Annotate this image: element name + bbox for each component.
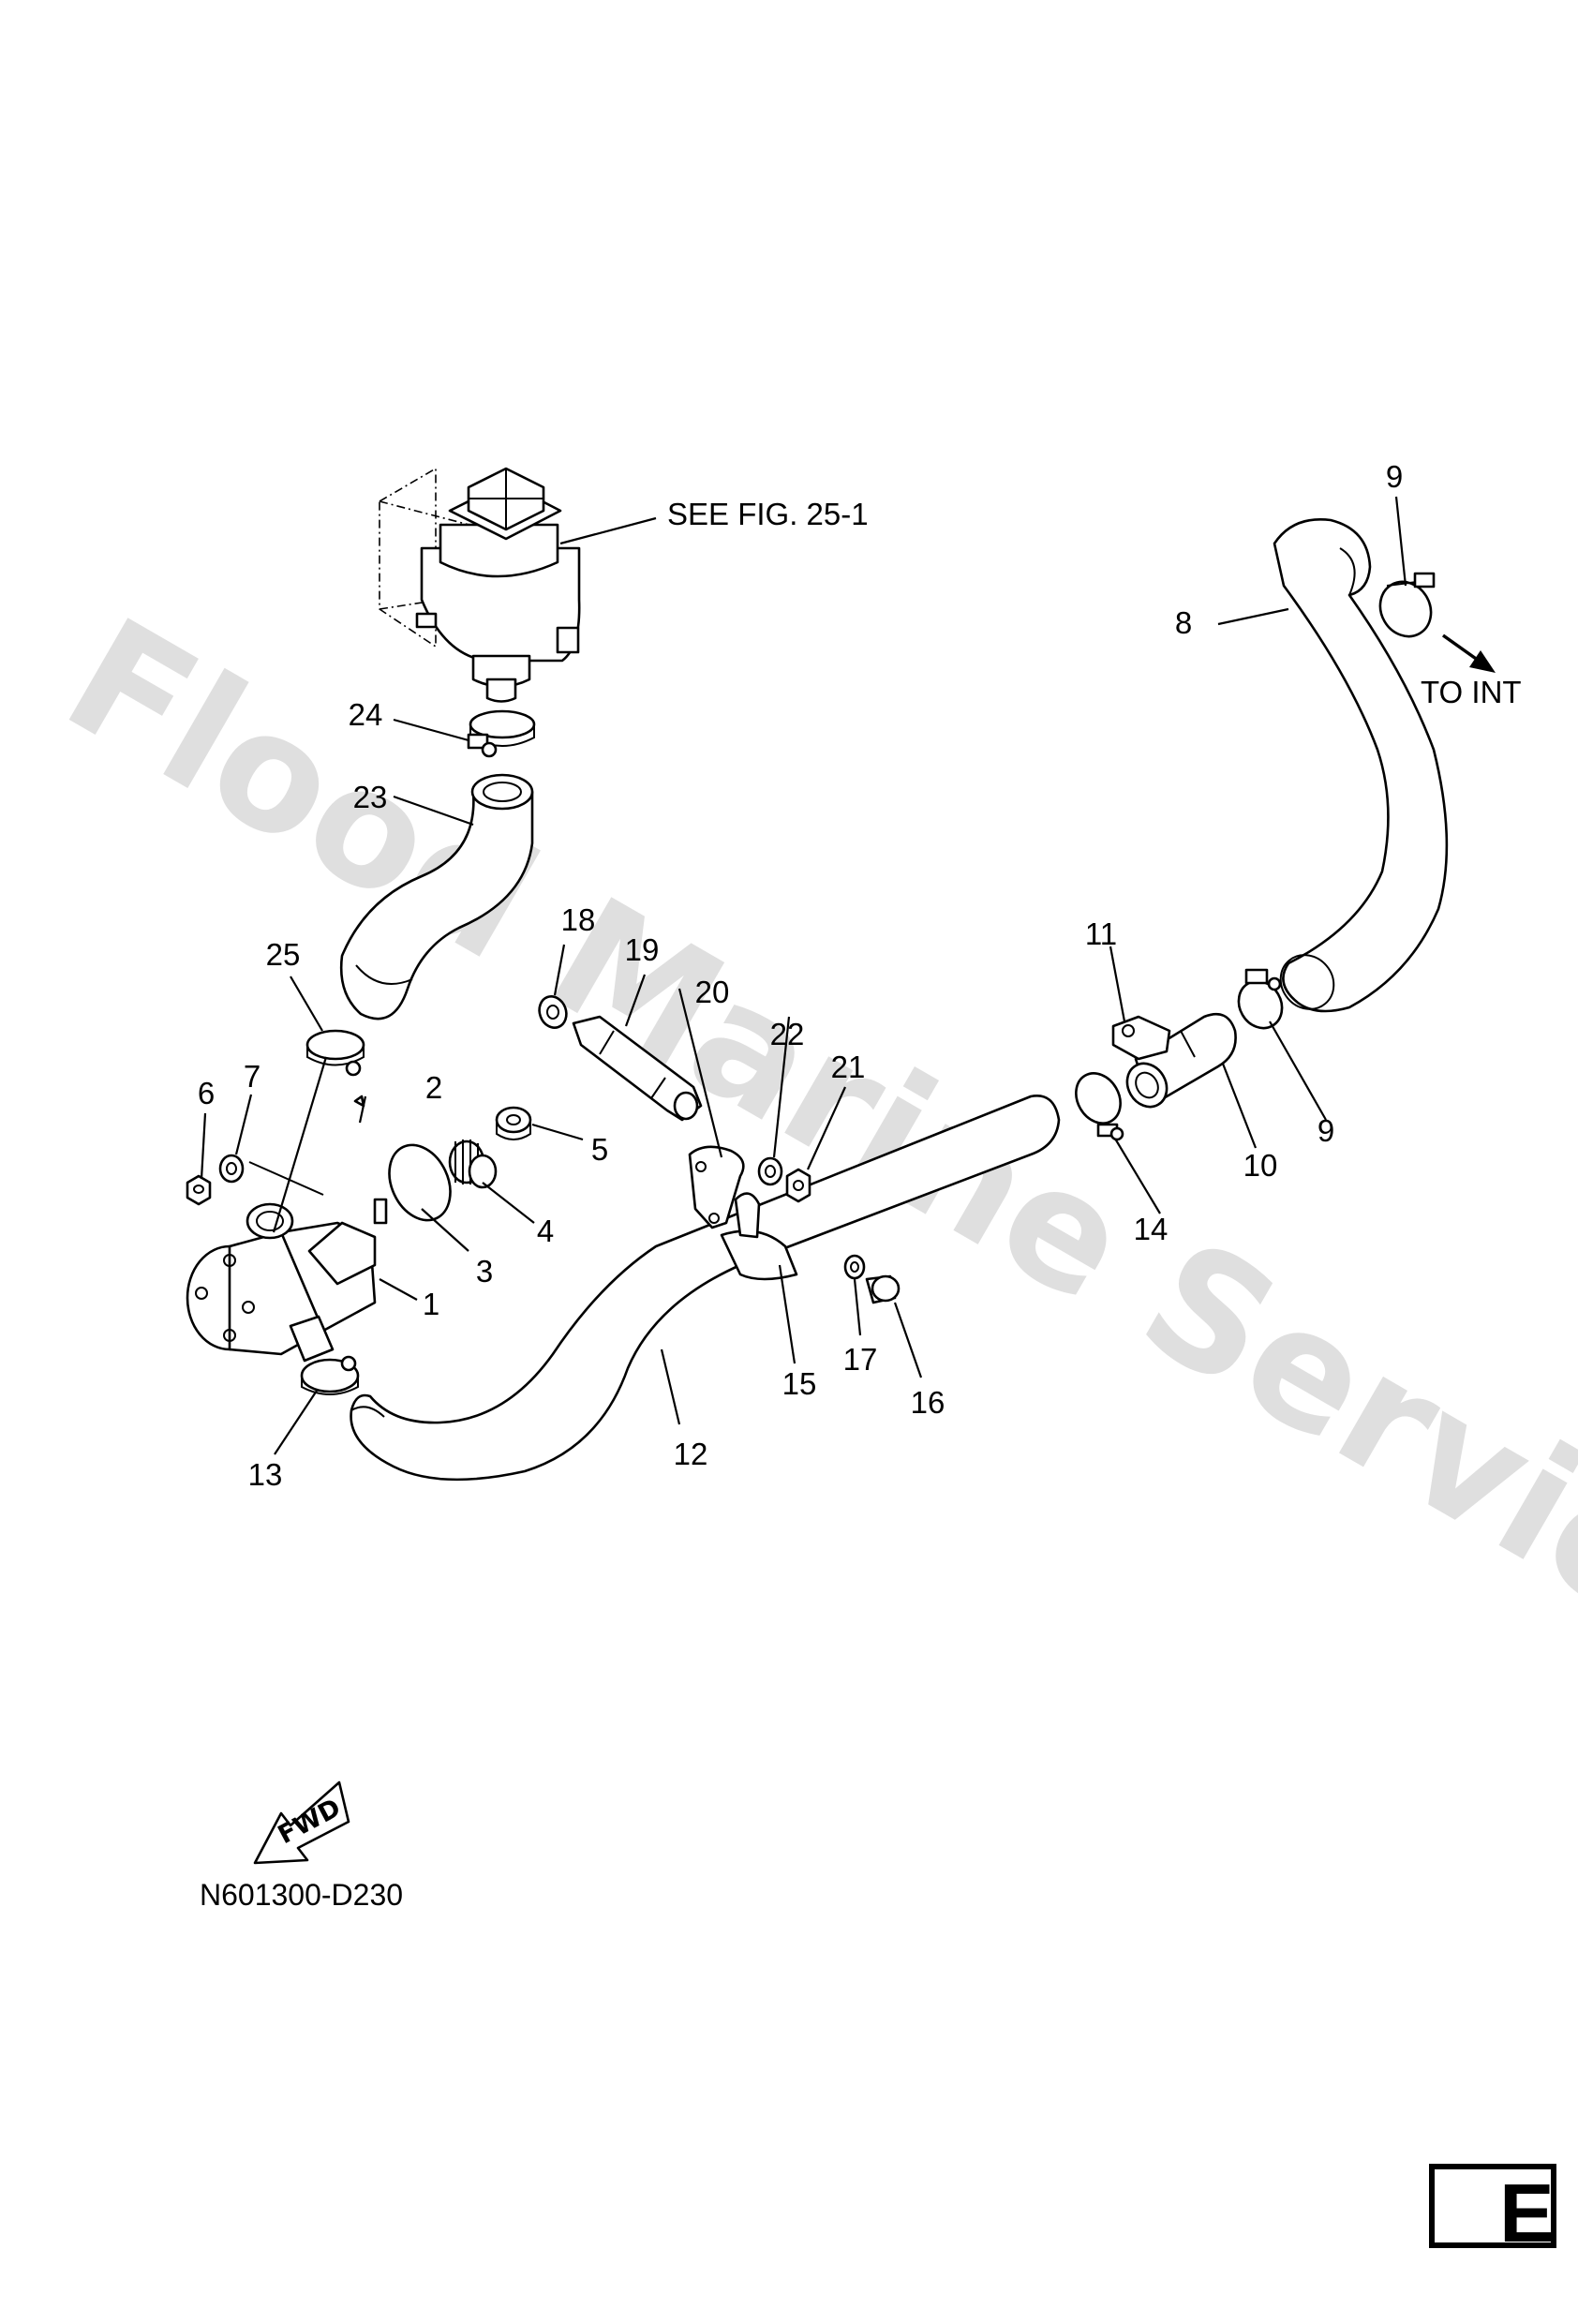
washer-22: [757, 1156, 783, 1186]
section-mark-letter: E: [1499, 2167, 1555, 2259]
bracket-11: [1111, 1015, 1171, 1061]
nut-21: [785, 1168, 811, 1203]
part-number-5: 5: [591, 1132, 608, 1167]
see-fig-callout: SEE FIG. 25-1: [667, 497, 869, 531]
part-number-7: 7: [244, 1059, 261, 1094]
to-int-callout: TO INT: [1421, 675, 1522, 709]
part-number-6: 6: [198, 1076, 215, 1110]
part-number-23: 23: [353, 780, 388, 814]
clamp-13: [300, 1355, 360, 1395]
part-number-22: 22: [770, 1017, 805, 1051]
part-number-21: 21: [831, 1050, 866, 1084]
part-number-16: 16: [911, 1385, 945, 1420]
hose-stay-15: [720, 1192, 798, 1281]
washer-18: [538, 995, 568, 1029]
clamp-24: [467, 709, 536, 758]
hose-23: [339, 773, 534, 1020]
part-number-24: 24: [349, 697, 383, 732]
hose-12: [350, 1095, 1061, 1482]
part-number-8: 8: [1175, 605, 1192, 640]
part-number-15: 15: [782, 1366, 817, 1401]
bolt-16: [865, 1274, 901, 1304]
stud-19: [572, 1015, 703, 1122]
leader-lines: [200, 496, 1407, 1455]
o-ring-3: [388, 1143, 452, 1222]
hose-8: [1273, 518, 1449, 1013]
part-number-20: 20: [695, 975, 730, 1009]
part-number-11: 11: [1085, 916, 1117, 951]
cooling-unit-reference: [379, 467, 581, 703]
washer-17: [843, 1254, 866, 1280]
diagram-code: N601300-D230: [200, 1878, 403, 1912]
part-number-19: 19: [625, 932, 660, 967]
watermark: Flood Marine Services: [37, 582, 1578, 1750]
nut-5: [495, 1106, 532, 1140]
part-number-3: 3: [476, 1254, 493, 1289]
pin-2: [353, 1095, 365, 1108]
joint-10: [1125, 1012, 1237, 1109]
section-mark: E: [1429, 2164, 1556, 2259]
part-number-9-lower: 9: [1317, 1113, 1334, 1148]
clamp-9-lower: [1237, 968, 1284, 1030]
part-number-9-upper: 9: [1386, 459, 1403, 494]
clamp-9-upper: [1378, 572, 1436, 638]
part-number-2: 2: [425, 1070, 442, 1105]
part-number-17: 17: [843, 1342, 878, 1377]
nut-6: [186, 1174, 212, 1206]
part-number-4: 4: [537, 1214, 554, 1248]
part-number-1: 1: [423, 1287, 439, 1321]
part-number-12: 12: [674, 1437, 708, 1471]
plate-20: [688, 1145, 745, 1229]
part-number-10: 10: [1243, 1148, 1278, 1183]
impeller-4: [448, 1140, 498, 1189]
water-pump-1: [186, 1161, 388, 1363]
fwd-arrow: FWD: [253, 1780, 350, 1865]
part-number-14: 14: [1134, 1212, 1169, 1246]
washer-7: [218, 1154, 245, 1184]
part-number-13: 13: [248, 1457, 283, 1492]
part-number-25: 25: [266, 937, 301, 972]
clamp-25: [305, 1029, 365, 1077]
to-int-arrow: [1441, 633, 1496, 673]
part-number-18: 18: [561, 902, 596, 937]
part-numbers: 1 2 3 4 5 6 7 8 9 9 10 11 12 13 14 15 16…: [198, 459, 1403, 1492]
clamp-14: [1075, 1072, 1124, 1141]
